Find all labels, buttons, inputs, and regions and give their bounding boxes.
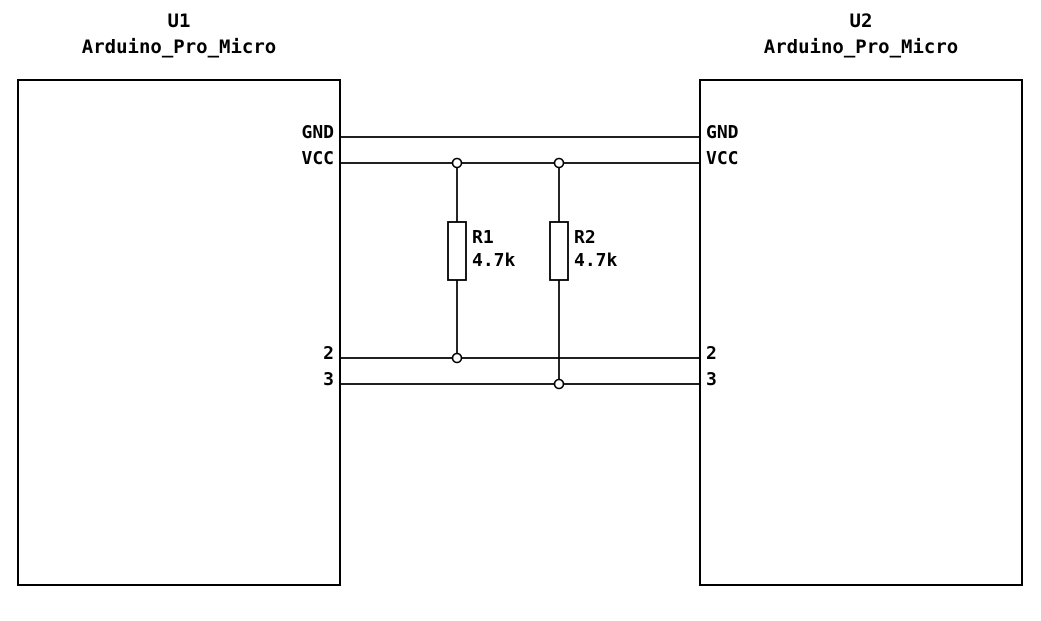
junction-vcc-r2 (553, 157, 565, 169)
junction-pin3-r2 (553, 378, 565, 390)
u2-value: Arduino_Pro_Micro (764, 36, 958, 58)
resistor-r1-body (447, 221, 467, 281)
resistor-r2-body (549, 221, 569, 281)
u1-pin-label-2: 2 (323, 343, 334, 364)
r1-value: 4.7k (472, 250, 516, 271)
u1-value: Arduino_Pro_Micro (82, 36, 276, 58)
component-u2-body (699, 79, 1023, 586)
junction-pin2-r1 (451, 352, 463, 364)
component-u1-body (17, 79, 341, 586)
u2-refdes: U2 (850, 10, 873, 32)
u2-pin-label-2: 2 (706, 343, 717, 364)
u2-pin-label-gnd: GND (706, 122, 739, 143)
u1-refdes: U1 (168, 10, 191, 32)
u2-pin-label-vcc: VCC (706, 148, 739, 169)
r2-refdes: R2 (574, 227, 596, 248)
u1-pin-label-vcc: VCC (301, 148, 334, 169)
r2-value: 4.7k (574, 250, 618, 271)
r1-refdes: R1 (472, 227, 494, 248)
u2-pin-label-3: 3 (706, 369, 717, 390)
u1-pin-label-3: 3 (323, 369, 334, 390)
u1-pin-label-gnd: GND (301, 122, 334, 143)
junction-vcc-r1 (451, 157, 463, 169)
